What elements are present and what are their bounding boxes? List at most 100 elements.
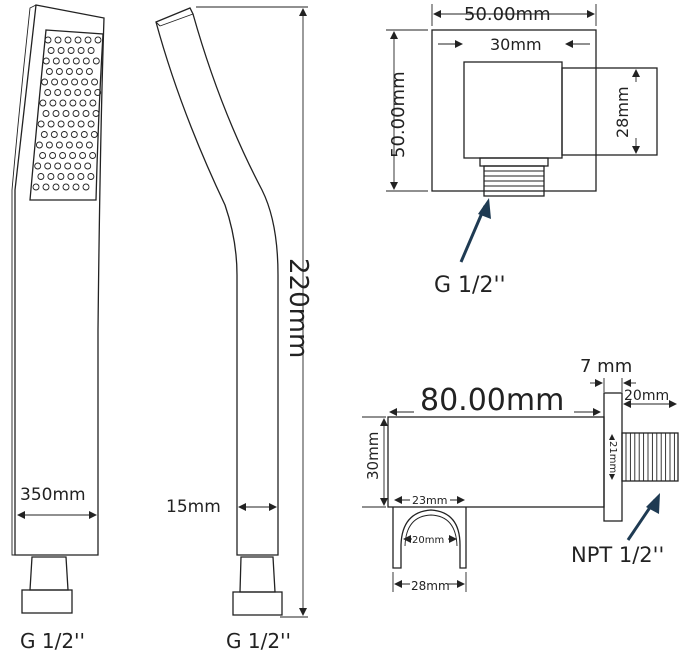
- flange-thickness-label: 7 mm: [580, 356, 632, 377]
- nozzle: [54, 36, 62, 44]
- plate-height-label: 50.00mm: [388, 71, 409, 158]
- nozzle: [71, 78, 79, 86]
- nozzle: [80, 131, 88, 138]
- nozzle: [91, 78, 99, 86]
- nozzle: [89, 152, 97, 159]
- nozzle: [47, 47, 55, 54]
- nozzle: [90, 131, 98, 138]
- nozzle: [37, 173, 45, 180]
- nozzle: [49, 99, 57, 107]
- nozzle: [74, 36, 82, 44]
- nozzle: [85, 68, 93, 75]
- outlet-threads: [484, 170, 544, 192]
- hose-diameter-label: 15mm: [166, 497, 221, 517]
- nozzle: [34, 162, 42, 170]
- nozzle: [44, 162, 52, 170]
- nozzle: [44, 36, 52, 44]
- nozzle: [39, 152, 47, 159]
- nozzle: [59, 99, 67, 107]
- nozzle: [45, 141, 53, 149]
- holder-length-dimension: 80.00mm: [389, 383, 601, 418]
- cradle-bottom-label: 28mm: [411, 579, 450, 593]
- nozzle: [77, 120, 85, 128]
- cradle-top-dimension: 23mm: [394, 494, 465, 507]
- nozzle: [52, 183, 60, 191]
- nozzle: [51, 78, 59, 86]
- wall-outlet-front: [431, 29, 658, 197]
- nozzle: [67, 47, 75, 54]
- handle-width-dimension: 350mm: [17, 485, 97, 519]
- nozzle: [75, 68, 83, 75]
- nozzle: [57, 173, 65, 180]
- cradle-inner-dimension: 20mm: [403, 533, 457, 546]
- nozzle: [94, 89, 102, 96]
- nozzle: [70, 131, 78, 138]
- hose-diameter-dimension: 15mm: [166, 497, 277, 517]
- shower-head-front: [11, 4, 105, 614]
- thread-npt-label: NPT 1/2'': [571, 543, 664, 567]
- nozzle: [42, 110, 50, 117]
- block-width-dimension: 30mm: [438, 35, 590, 54]
- thread-handle-label: G 1/2'': [20, 629, 85, 653]
- nozzle: [57, 47, 65, 54]
- nozzle: [45, 68, 53, 75]
- nozzle: [59, 152, 67, 159]
- nozzle: [92, 110, 100, 117]
- thread-outlet-label: G 1/2'': [434, 273, 506, 298]
- nozzle: [74, 162, 82, 170]
- nozzle: [67, 173, 75, 180]
- cradle-bottom-dimension: 28mm: [392, 572, 467, 593]
- thread-diameter-dimension: 21mm: [607, 434, 619, 480]
- shower-holder-side: [387, 392, 679, 569]
- outlet-thread-callout: G 1/2'': [434, 198, 506, 298]
- nozzle: [84, 36, 92, 44]
- nozzle: [85, 141, 93, 149]
- nozzle: [37, 120, 45, 128]
- nozzle: [32, 183, 40, 191]
- nozzle: [42, 183, 50, 191]
- nozzle: [75, 141, 83, 149]
- nozzle: [87, 47, 95, 54]
- nozzle: [65, 141, 73, 149]
- nozzle: [82, 57, 90, 65]
- nozzle: [65, 68, 73, 75]
- nozzle: [40, 131, 48, 138]
- nozzle: [49, 152, 57, 159]
- nozzle: [89, 99, 97, 107]
- npt-thread-callout: NPT 1/2'': [571, 493, 664, 567]
- plate-height-dimension: 50.00mm: [386, 29, 428, 192]
- nozzle: [77, 47, 85, 54]
- handle-width-label: 350mm: [20, 485, 86, 505]
- thread-length-dimension: 20mm: [623, 388, 677, 408]
- nozzle: [42, 57, 50, 65]
- nozzle: [94, 36, 102, 44]
- nozzle: [72, 57, 80, 65]
- nozzle: [81, 78, 89, 86]
- nozzle: [69, 99, 77, 107]
- block-width-label: 30mm: [490, 35, 542, 54]
- nozzle-grid: [32, 36, 102, 191]
- plate-width-dimension: 50.00mm: [431, 4, 597, 26]
- nozzle: [55, 68, 63, 75]
- block-height-label: 28mm: [613, 86, 632, 138]
- nozzle: [84, 89, 92, 96]
- nozzle: [41, 78, 49, 86]
- nozzle: [69, 152, 77, 159]
- nozzle: [60, 131, 68, 138]
- nozzle: [64, 162, 72, 170]
- block-height-dimension: 28mm: [613, 69, 646, 154]
- nozzle: [72, 183, 80, 191]
- cradle-top-label: 23mm: [412, 494, 447, 507]
- nozzle: [39, 99, 47, 107]
- nozzle: [47, 120, 55, 128]
- nozzle: [62, 110, 70, 117]
- cradle-inner-label: 20mm: [412, 535, 444, 546]
- nozzle: [87, 173, 95, 180]
- nozzle: [64, 36, 72, 44]
- nozzle: [62, 57, 70, 65]
- holder-threads: [625, 433, 675, 481]
- nozzle: [67, 120, 75, 128]
- thread-hose-label: G 1/2'': [226, 629, 291, 653]
- nozzle: [52, 110, 60, 117]
